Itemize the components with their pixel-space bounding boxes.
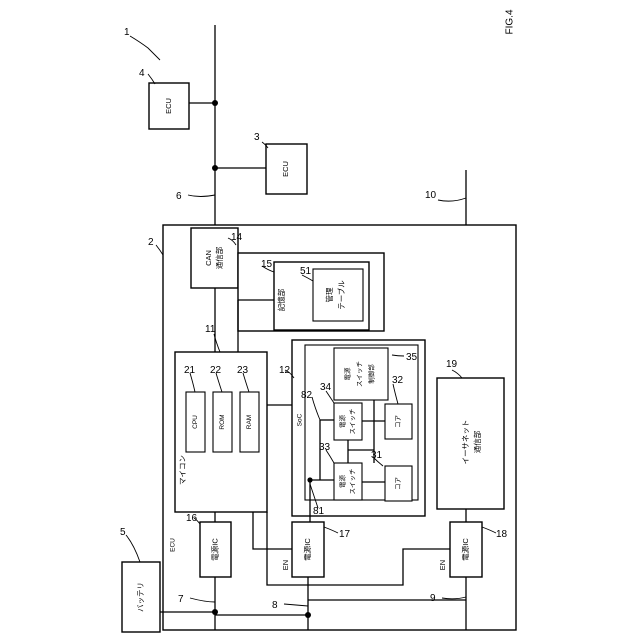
ref-33: 33 <box>319 442 331 453</box>
ref-16: 16 <box>186 513 198 524</box>
ref-32: 32 <box>392 375 404 386</box>
microcomputer-label: マイコン <box>178 455 187 485</box>
ref-10: 10 <box>425 190 437 201</box>
ecu-2-label: ECU <box>170 538 177 552</box>
ref-4: 4 <box>139 68 145 79</box>
power-junction-dot <box>305 612 311 618</box>
storage-label: 記憶部 <box>276 288 286 311</box>
core-32-label: コア <box>394 415 402 429</box>
power-ic-18-label: 電源IC <box>461 538 470 561</box>
power-junction-dot <box>212 609 218 615</box>
power-switch-34-box <box>334 403 362 440</box>
ref-14: 14 <box>231 232 243 243</box>
ref-35: 35 <box>406 352 418 363</box>
power-ic-16-label: 電源IC <box>210 538 219 561</box>
ref-22: 22 <box>210 365 222 376</box>
cpu-label: CPU <box>192 415 199 429</box>
ethernet-comm-label-1: イーサネット <box>461 420 470 465</box>
ref-8: 8 <box>272 600 278 611</box>
ref-18: 18 <box>496 529 508 540</box>
ref-1: 1 <box>124 27 130 38</box>
ref-5: 5 <box>120 527 126 538</box>
ref-17: 17 <box>339 529 351 540</box>
power-switch-33-box <box>334 463 362 500</box>
ref-9: 9 <box>430 593 436 604</box>
table-label-1: 管理 <box>324 287 334 302</box>
can-comm-label-1: CAN <box>204 250 213 266</box>
can-comm-label-2: 通信部 <box>214 246 224 269</box>
ethernet-comm-label-2: 通信部 <box>472 430 482 453</box>
figure-label: FIG.4 <box>505 9 516 34</box>
core-31-label: コア <box>394 477 402 491</box>
power-switch-34-label-1: 電源 <box>338 415 347 429</box>
ref-15: 15 <box>261 259 273 270</box>
bus-junction-dot <box>212 100 218 106</box>
rom-label: ROM <box>219 414 226 429</box>
ref-81: 81 <box>313 506 325 517</box>
ref-12: 12 <box>279 365 291 376</box>
ref-2: 2 <box>148 237 154 248</box>
leader-10 <box>438 198 466 201</box>
ref-3: 3 <box>254 132 260 143</box>
ecu-4-label: ECU <box>164 98 173 114</box>
leader-6 <box>188 195 215 197</box>
soc-label: SoC <box>297 413 304 426</box>
power-switch-33-label-2: スイッチ <box>349 469 357 495</box>
battery-label: バッテリ <box>136 582 145 612</box>
switch-ctrl-label-3: 制御部 <box>367 364 376 384</box>
en-label-18: EN <box>438 560 447 570</box>
ecu-3-label: ECU <box>281 161 290 177</box>
ref-11: 11 <box>205 324 216 335</box>
ram-label: RAM <box>246 415 253 429</box>
leader-5 <box>126 535 140 562</box>
ref-23: 23 <box>237 365 249 376</box>
leader-2 <box>156 245 163 255</box>
bus-junction-dot <box>212 165 218 171</box>
power-switch-33-label-1: 電源 <box>338 475 347 489</box>
ref-7: 7 <box>178 594 184 605</box>
ref-31: 31 <box>371 450 383 461</box>
switch-ctrl-label-2: スイッチ <box>356 361 364 387</box>
ref-82: 82 <box>301 390 313 401</box>
switch-ctrl-label-1: 電源 <box>343 367 352 381</box>
ref-34: 34 <box>320 382 332 393</box>
ethernet-comm-box <box>437 378 504 509</box>
ref-51: 51 <box>300 266 312 277</box>
power-switch-34-label-2: スイッチ <box>349 409 357 435</box>
ref-6: 6 <box>176 191 182 202</box>
power-ic-17-label: 電源IC <box>303 538 312 561</box>
table-label-2: テーブル <box>336 280 346 310</box>
ref-19: 19 <box>446 359 458 370</box>
leader-1 <box>130 36 160 60</box>
en-label-17: EN <box>281 560 290 570</box>
ref-21: 21 <box>184 365 196 376</box>
